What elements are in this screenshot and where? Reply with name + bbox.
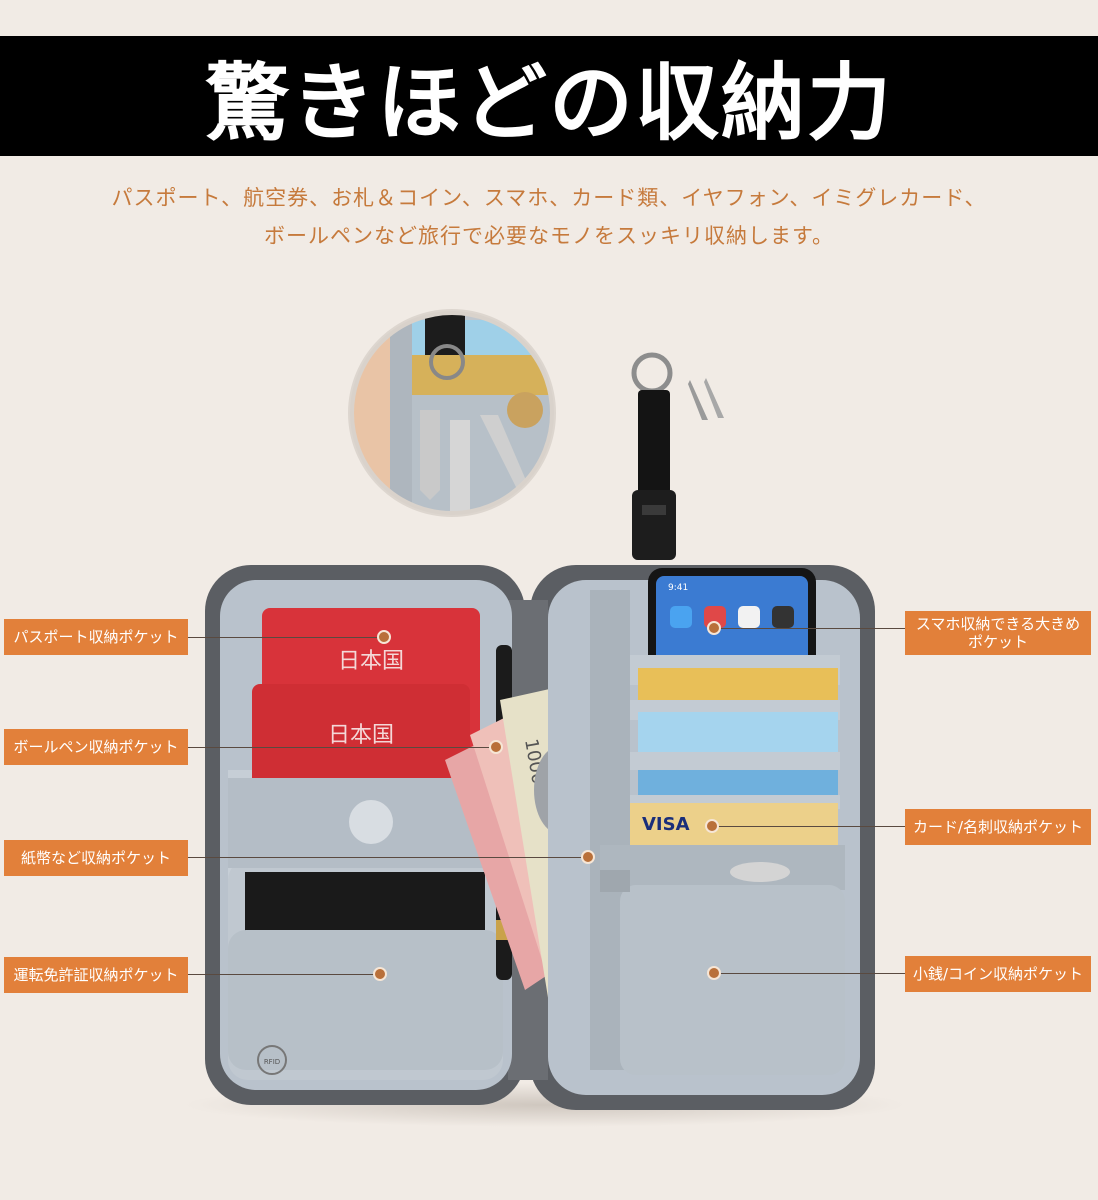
card-blue bbox=[638, 712, 838, 752]
license-card bbox=[245, 872, 485, 932]
passport-1-text: 日本国 bbox=[338, 649, 404, 674]
callout-banknote-pocket: 紙幣など収納ポケット bbox=[4, 840, 188, 876]
title-banner: 驚きほどの収納力 bbox=[0, 36, 1098, 156]
leader-line bbox=[712, 826, 905, 827]
leader-line bbox=[714, 973, 905, 974]
callout-pen-pocket: ボールペン収納ポケット bbox=[4, 729, 188, 765]
marker-dot bbox=[705, 819, 719, 833]
keyring-strap bbox=[631, 352, 724, 560]
phone-time: 9:41 bbox=[668, 583, 688, 593]
leader-line bbox=[188, 857, 588, 858]
callout-card-pocket: カード/名刺収納ポケット bbox=[905, 809, 1091, 845]
page-title: 驚きほどの収納力 bbox=[204, 53, 893, 152]
marker-dot bbox=[707, 621, 721, 635]
marker-dot bbox=[489, 740, 503, 754]
subtitle-line-1: パスポート、航空券、お札＆コイン、スマホ、カード類、イヤフォン、イミグレカード、 bbox=[111, 186, 987, 210]
leader-line bbox=[714, 628, 905, 629]
leader-line bbox=[188, 637, 384, 638]
callout-phone-pocket: スマホ収納できる大きめポケット bbox=[905, 611, 1091, 655]
leader-line bbox=[188, 974, 380, 975]
card-visa bbox=[630, 803, 838, 845]
passport-2-text: 日本国 bbox=[328, 723, 394, 748]
marker-dot bbox=[707, 966, 721, 980]
visa-text: VISA bbox=[642, 814, 690, 835]
detail-circle bbox=[348, 309, 556, 517]
marker-dot bbox=[581, 850, 595, 864]
wallet: 日本国 日本国 RFID 1000 9:41 bbox=[205, 565, 875, 1110]
rfid-text: RFID bbox=[264, 1058, 280, 1066]
callout-passport-pocket: パスポート収納ポケット bbox=[4, 619, 188, 655]
callout-coin-pocket: 小銭/コイン収納ポケット bbox=[905, 956, 1091, 992]
subtitle-line-2: ボールペンなど旅行で必要なモノをスッキリ収納します。 bbox=[264, 224, 834, 248]
leader-line bbox=[188, 747, 496, 748]
marker-dot bbox=[377, 630, 391, 644]
marker-dot bbox=[373, 967, 387, 981]
card-gold-1 bbox=[638, 668, 838, 704]
callout-license-pocket: 運転免許証収納ポケット bbox=[4, 957, 188, 993]
